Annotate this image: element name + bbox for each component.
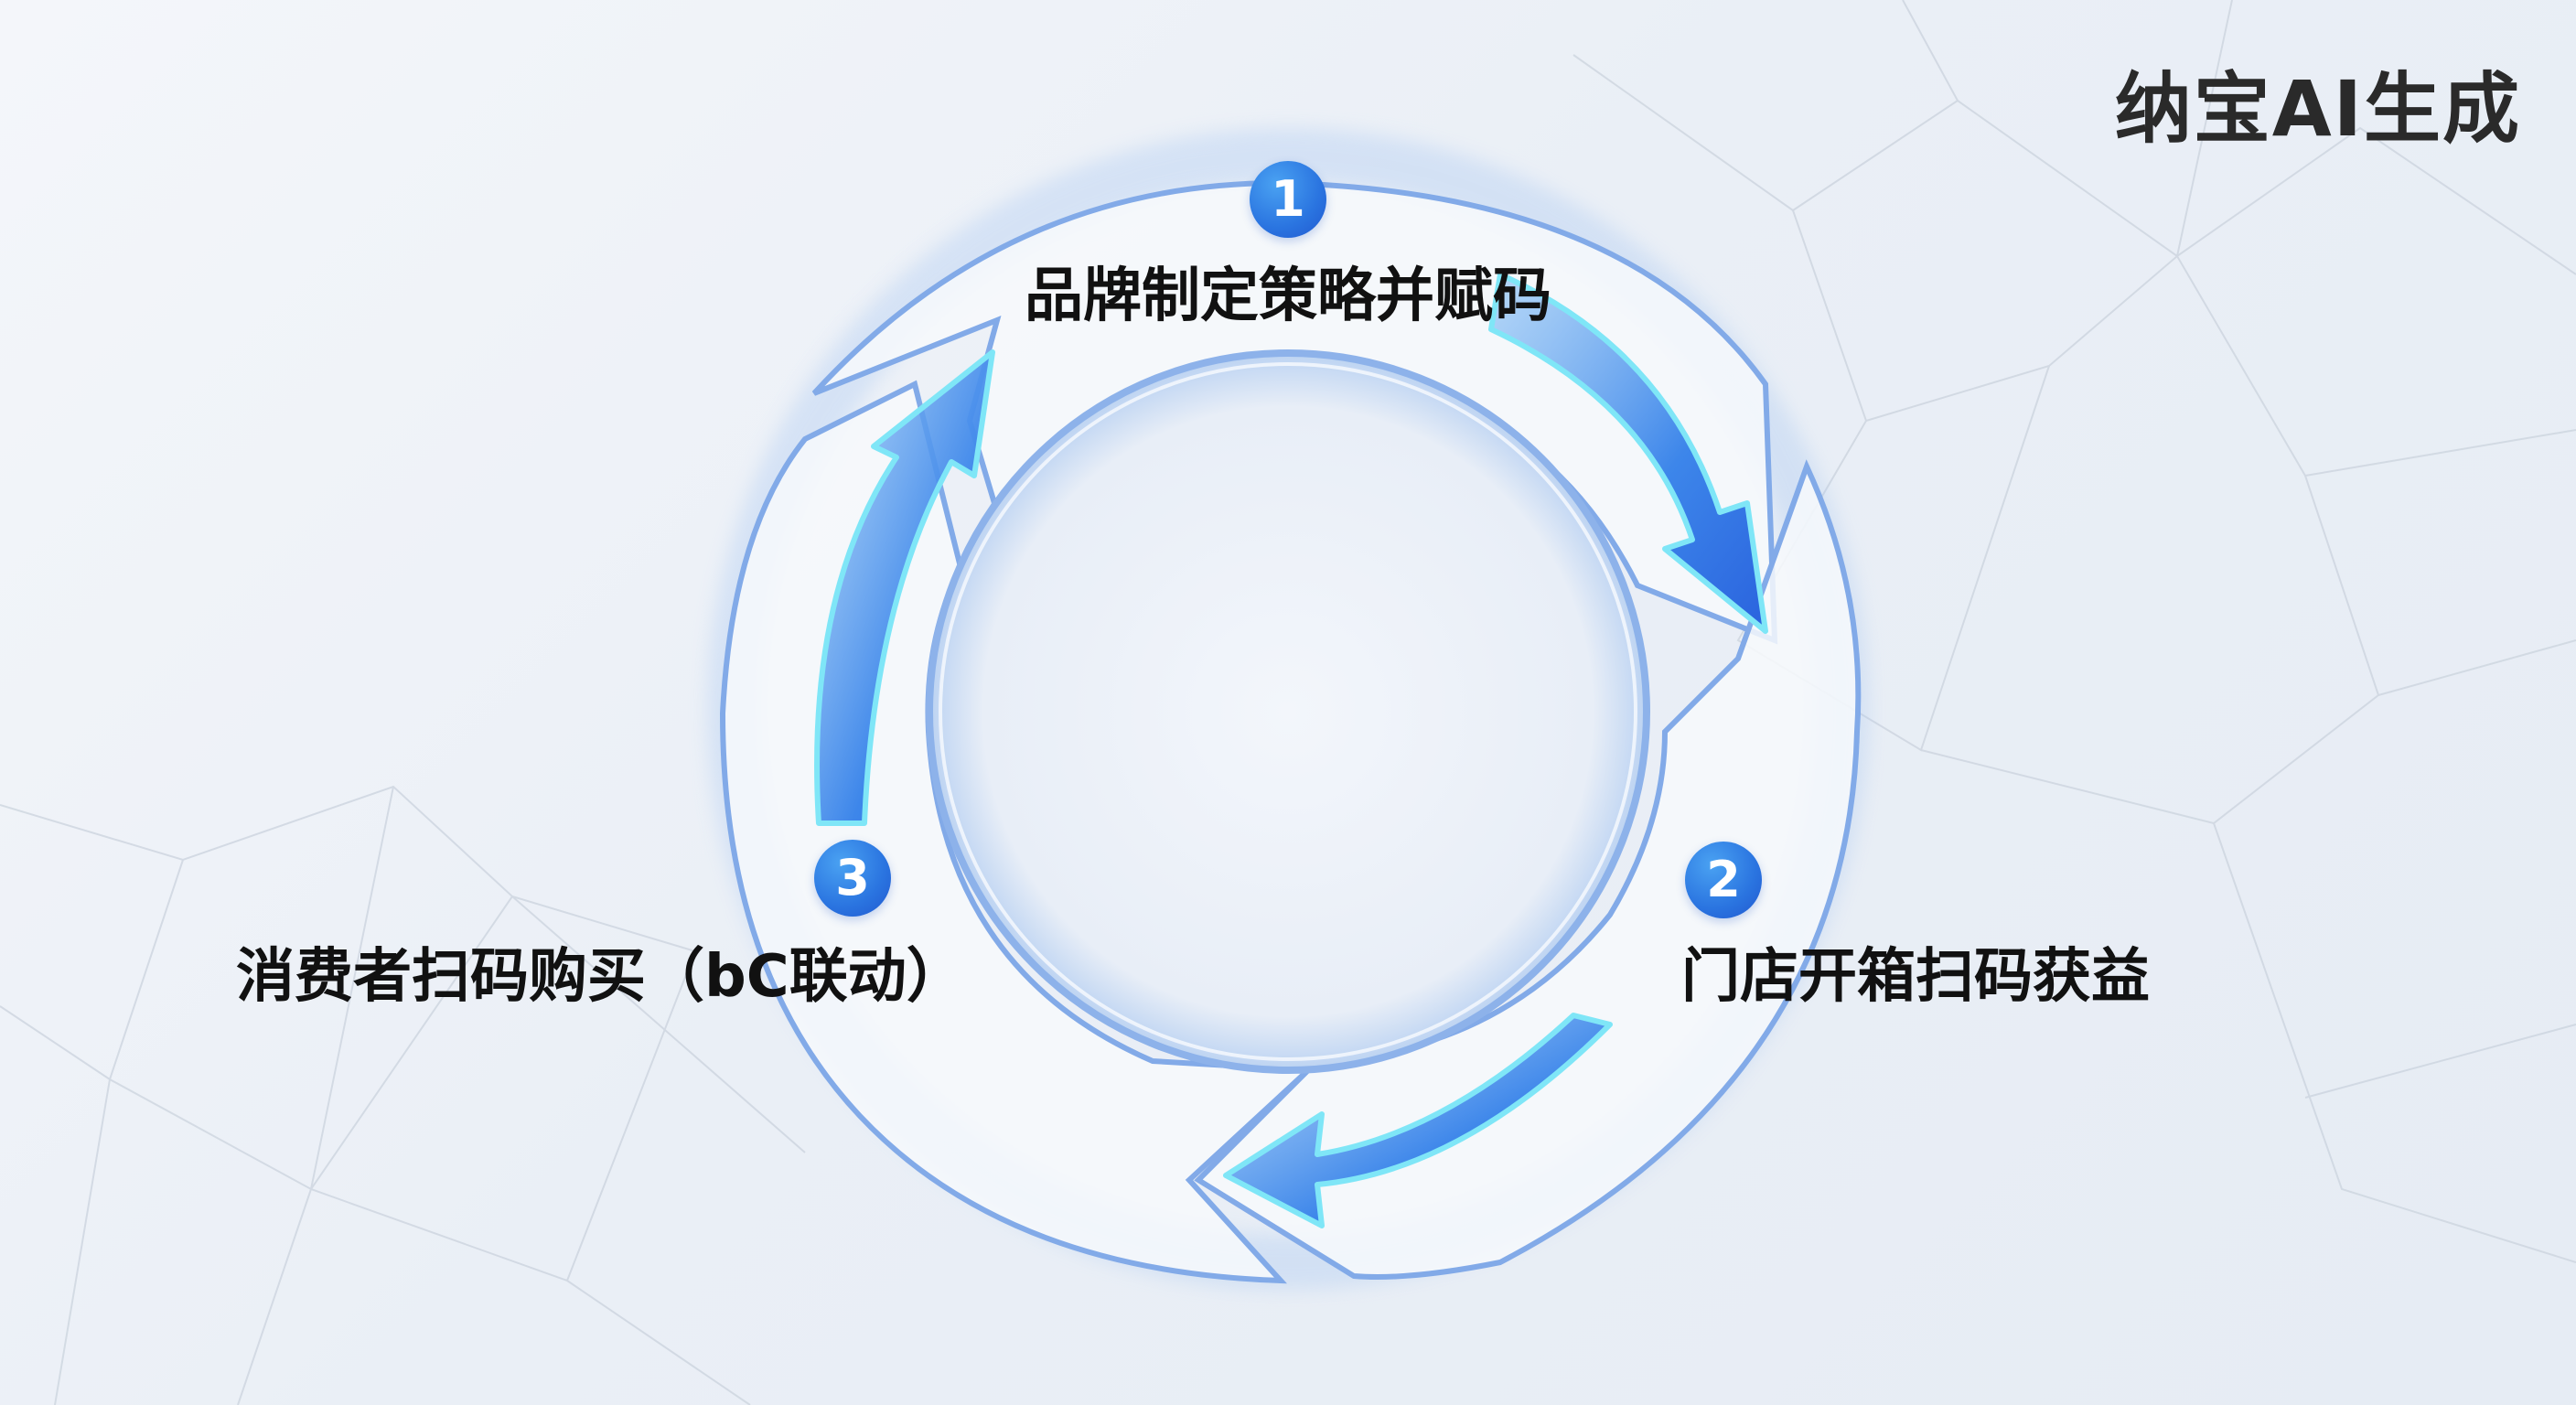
arrow-step2-to-step3 — [1223, 1013, 1613, 1228]
step-2-badge: 2 — [1685, 842, 1762, 918]
step-2-label: 门店开箱扫码获益 — [1681, 943, 2150, 1011]
ring-segment-2 — [1194, 459, 1862, 1280]
watermark: 纳宝AI生成 — [2114, 64, 2521, 154]
arrow-step1-to-step2 — [1488, 272, 1768, 634]
step-3-badge: 3 — [814, 840, 891, 917]
step-1-label: 品牌制定策略并赋码 — [1025, 263, 1551, 330]
arrow-step3-to-step1 — [814, 349, 995, 826]
step-3-label: 消费者扫码购买（bC联动） — [236, 943, 965, 1011]
step-1-badge: 1 — [1250, 161, 1326, 238]
